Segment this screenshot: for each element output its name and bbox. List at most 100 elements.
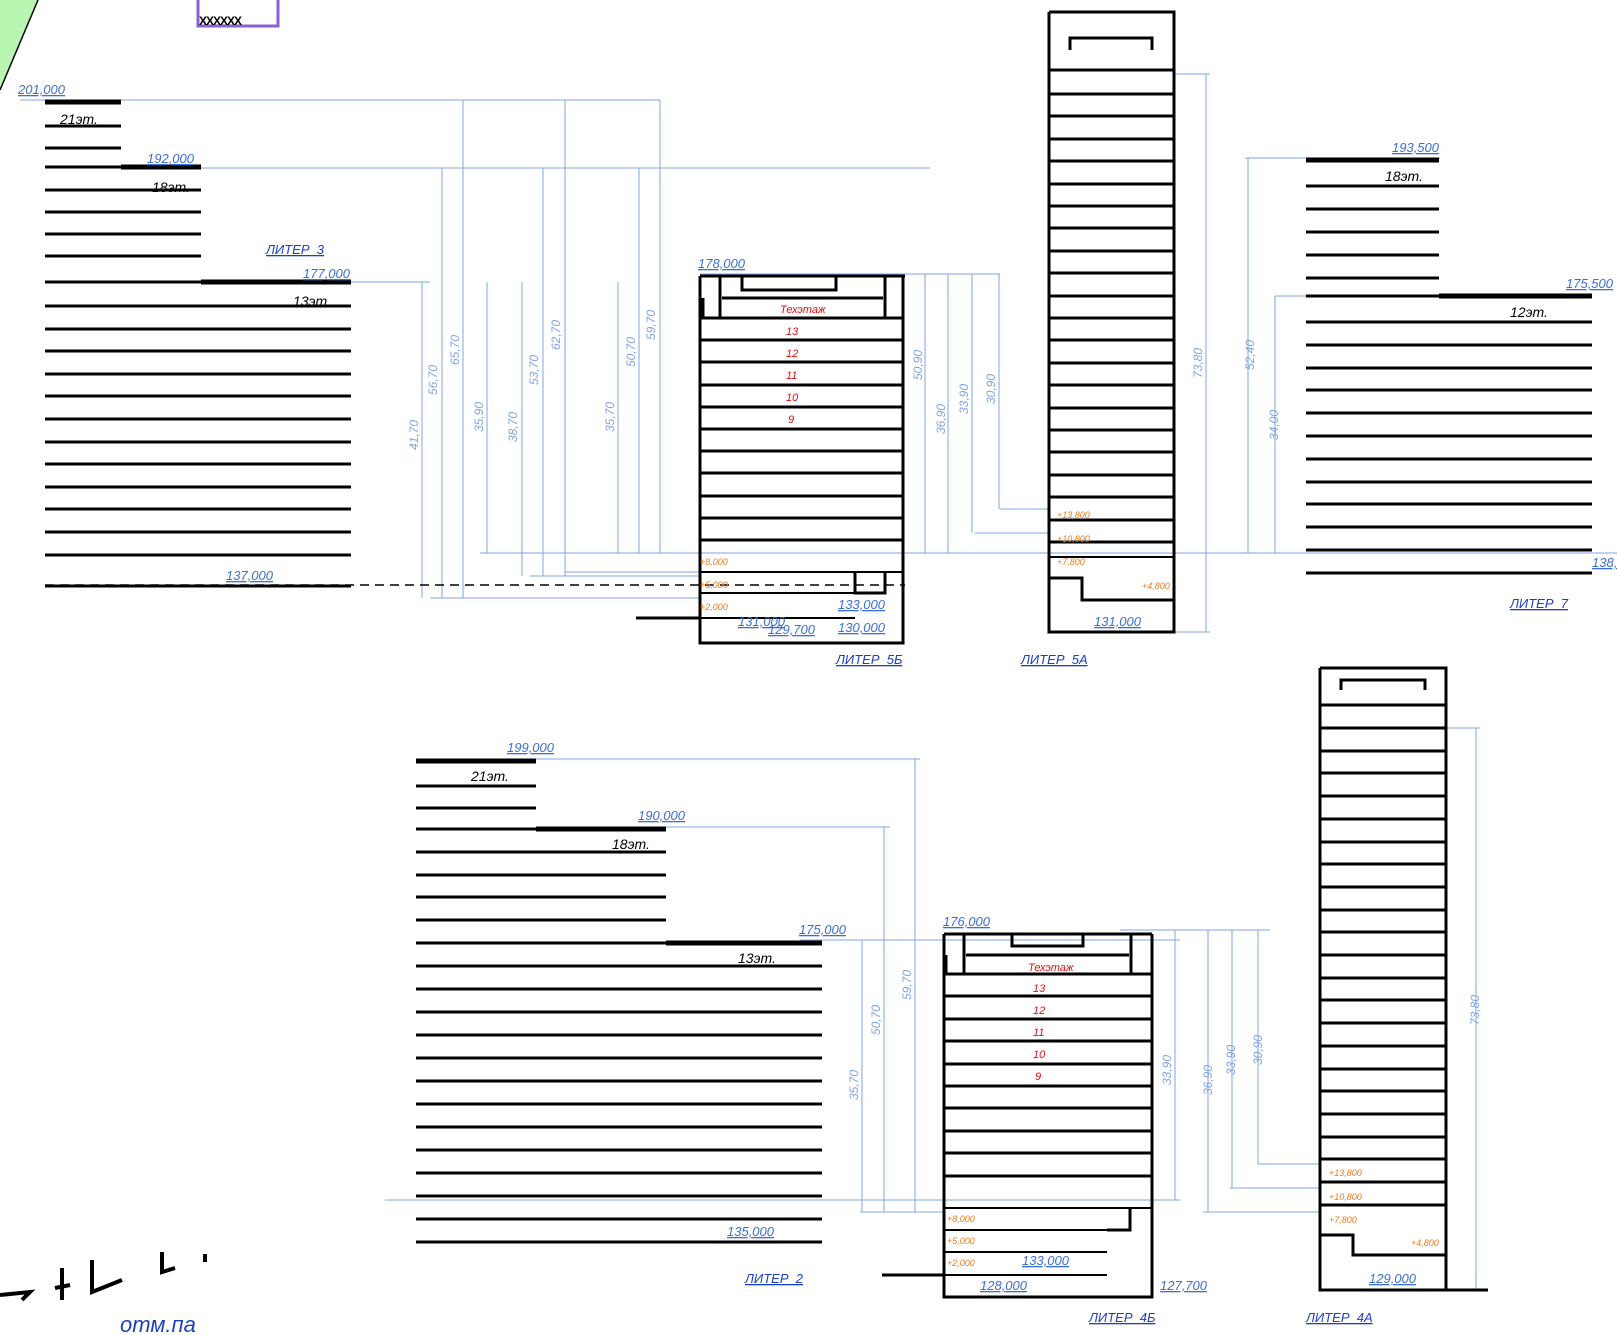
liter4a-name: ЛИТЕР_4А bbox=[1305, 1310, 1373, 1325]
level-10-4b: 10 bbox=[1033, 1049, 1046, 1061]
mark-175-5: 175,500 bbox=[1566, 276, 1614, 291]
dim-35-90: 35,90 bbox=[472, 402, 486, 432]
level-11-4b: 11 bbox=[1033, 1027, 1044, 1039]
liter4a-body bbox=[1318, 666, 1448, 1292]
dim-36-90-5a: 36,90 bbox=[934, 404, 948, 434]
mark-127-7: 127,700 bbox=[1160, 1278, 1208, 1293]
dim-59-70: 59,70 bbox=[644, 310, 658, 340]
dim-50-70: 50,70 bbox=[624, 337, 638, 367]
dimension-lines bbox=[20, 73, 1617, 1290]
dim-34-00: 34,00 bbox=[1267, 410, 1281, 440]
mark-133-4b: 133,000 bbox=[1022, 1253, 1070, 1268]
dim-65-70: 65,70 bbox=[448, 335, 462, 365]
dim-62-70: 62,70 bbox=[549, 320, 563, 350]
elev-7-8-5a: +7,800 bbox=[1057, 557, 1085, 567]
liter4b-parapet-left bbox=[944, 934, 966, 976]
dim-36-90-4a: 36,90 bbox=[1201, 1065, 1215, 1095]
mark-199: 199,000 bbox=[507, 740, 555, 755]
liter5b-parapet-left bbox=[701, 276, 722, 320]
liter5a-name: ЛИТЕР_5А bbox=[1020, 652, 1088, 667]
level-12-4b: 12 bbox=[1033, 1005, 1045, 1017]
liter4b-stair bbox=[1010, 934, 1085, 948]
dim-38-70: 38,70 bbox=[506, 412, 520, 442]
hatch-legend: XXXXXX bbox=[199, 14, 242, 28]
elev-10-8-5a: +10,800 bbox=[1057, 534, 1090, 544]
dim-41-70: 41,70 bbox=[407, 420, 421, 450]
mark-129-7-5b: 129,700 bbox=[768, 622, 816, 637]
floors-18-l7: 18эт. bbox=[1385, 168, 1423, 184]
liter2-name: ЛИТЕР_2 bbox=[744, 1271, 804, 1286]
liter4b-body bbox=[942, 934, 1154, 1299]
liter4b-parapet-right bbox=[1129, 934, 1152, 976]
level-11-5b: 11 bbox=[786, 370, 797, 382]
dim-73-80-5a: 73,80 bbox=[1191, 348, 1205, 378]
liter5b-parapet-right bbox=[883, 276, 903, 320]
mark-138: 138, bbox=[1592, 555, 1617, 570]
dim-33-90-4b: 33,90 bbox=[1160, 1055, 1174, 1085]
level-12-5b: 12 bbox=[786, 348, 798, 360]
dim-35-70-l2: 35,70 bbox=[847, 1070, 861, 1100]
liter5b-body bbox=[698, 276, 905, 645]
tech-floor-4b: Техэтаж bbox=[1028, 962, 1074, 974]
dim-30-90-4a: 30,90 bbox=[1251, 1035, 1265, 1065]
building-outlines bbox=[698, 10, 1448, 1299]
elev-13-8-4a: +13,800 bbox=[1329, 1168, 1362, 1178]
mark-176: 176,000 bbox=[943, 914, 991, 929]
logo-text: отм.па bbox=[120, 1312, 196, 1335]
mark-129: 129,000 bbox=[1369, 1271, 1417, 1286]
mark-175: 175,000 bbox=[799, 922, 847, 937]
mark-137: 137,000 bbox=[226, 568, 274, 583]
dim-59-70-l2: 59,70 bbox=[900, 970, 914, 1000]
tech-floor-5b: Техэтаж bbox=[780, 304, 826, 316]
mark-133-5b: 133,000 bbox=[838, 597, 886, 612]
elev-2-4b: +2,000 bbox=[947, 1258, 975, 1268]
mark-192: 192,000 bbox=[147, 151, 195, 166]
dim-56-70: 56,70 bbox=[426, 365, 440, 395]
mark-201: 201,000 bbox=[17, 82, 66, 97]
level-10-5b: 10 bbox=[786, 392, 799, 404]
level-13-4b: 13 bbox=[1033, 983, 1046, 995]
mark-131-5b: 131,000 bbox=[738, 614, 786, 629]
liter3-name: ЛИТЕР_3 bbox=[265, 242, 325, 257]
floors-18-l2: 18эт. bbox=[612, 836, 650, 852]
elev-4-8-5a: +4,800 bbox=[1142, 581, 1170, 591]
elev-8-5b: +8,000 bbox=[700, 557, 728, 567]
elev-13-8-5a: +13,800 bbox=[1057, 510, 1090, 520]
green-area-border bbox=[0, 0, 39, 91]
liter4a-top-frame bbox=[1339, 678, 1427, 690]
mark-177: 177,000 bbox=[303, 266, 351, 281]
floor-lines bbox=[45, 92, 1592, 1292]
level-9-4b: 9 bbox=[1035, 1071, 1041, 1083]
elev-7-8-4a: +7,800 bbox=[1329, 1215, 1357, 1225]
liter5a-step bbox=[1049, 576, 1174, 602]
mark-190: 190,000 bbox=[638, 808, 686, 823]
mark-135: 135,000 bbox=[727, 1224, 775, 1239]
liter5b-step bbox=[853, 572, 887, 595]
liter7-name: ЛИТЕР_7 bbox=[1509, 596, 1569, 611]
floors-21: 21эт. bbox=[59, 111, 98, 127]
level-13-5b: 13 bbox=[786, 326, 799, 338]
liter5b-name: ЛИТЕР_5Б bbox=[835, 652, 903, 667]
liter4a-step bbox=[1320, 1233, 1446, 1257]
dim-52-40: 52,40 bbox=[1243, 340, 1257, 370]
mark-193-5: 193,500 bbox=[1392, 140, 1440, 155]
liter5a-body bbox=[1047, 10, 1176, 634]
elev-2-5b: +2,000 bbox=[700, 602, 728, 612]
elev-4-8-4a: +4,800 bbox=[1411, 1238, 1439, 1248]
mark-131-5a: 131,000 bbox=[1094, 614, 1142, 629]
floors-18: 18эт. bbox=[152, 179, 190, 195]
floors-13-l2: 13эт. bbox=[738, 950, 776, 966]
purple-frame bbox=[196, 0, 280, 28]
elev-5-4b: +5,000 bbox=[947, 1236, 975, 1246]
mark-130-5b: 130,000 bbox=[838, 620, 886, 635]
dim-30-90-5a: 30,90 bbox=[984, 374, 998, 404]
mark-178: 178,000 bbox=[698, 256, 746, 271]
liter5a-top-frame bbox=[1068, 36, 1154, 50]
level-9-5b: 9 bbox=[788, 414, 794, 426]
floors-13: 13эт. bbox=[293, 293, 331, 309]
elev-10-8-4a: +10,800 bbox=[1329, 1192, 1362, 1202]
dim-53-70: 53,70 bbox=[527, 355, 541, 385]
elev-8-4b: +8,000 bbox=[947, 1214, 975, 1224]
dim-73-80-4a: 73,80 bbox=[1468, 995, 1482, 1025]
